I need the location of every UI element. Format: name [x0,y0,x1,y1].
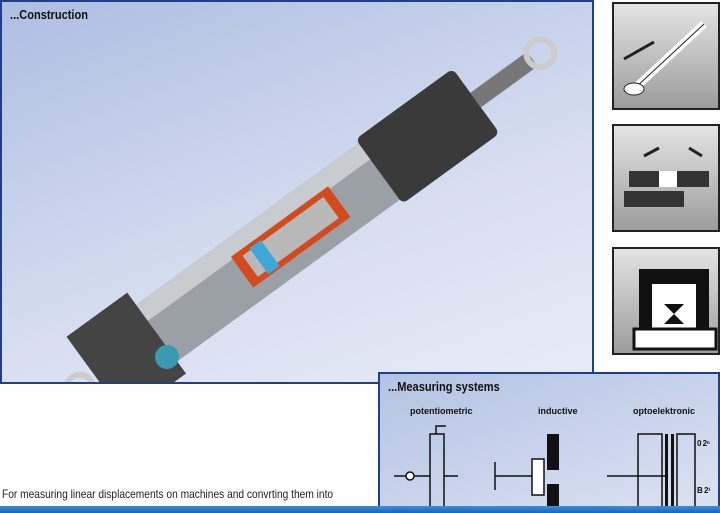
label-potentiometric: potentiometric [410,406,473,416]
thumbnail-press[interactable] [612,247,720,355]
measuring-systems-panel: ...Measuring systems potentiometric indu… [378,372,720,508]
measuring-title: ...Measuring systems [388,379,500,394]
application-thumbnails [596,0,720,372]
label-inductive: inductive [538,406,578,416]
description-text: For measuring linear displacements on ma… [2,487,334,501]
thumbnail-slide[interactable] [612,124,720,232]
opto-mark-2: B 2¹ [697,486,711,495]
construction-title: ...Construction [10,7,88,22]
measuring-diagrams: 0 2ⁿ B 2¹ [394,425,711,508]
label-optoelektronic: optoelektronic [633,406,696,416]
construction-panel: ...Construction [0,0,594,384]
linear-transducer-illustration [62,36,558,382]
taskbar [0,506,720,513]
thumbnail-cylinder[interactable] [612,2,720,110]
opto-mark-1: 0 2ⁿ [697,439,710,448]
